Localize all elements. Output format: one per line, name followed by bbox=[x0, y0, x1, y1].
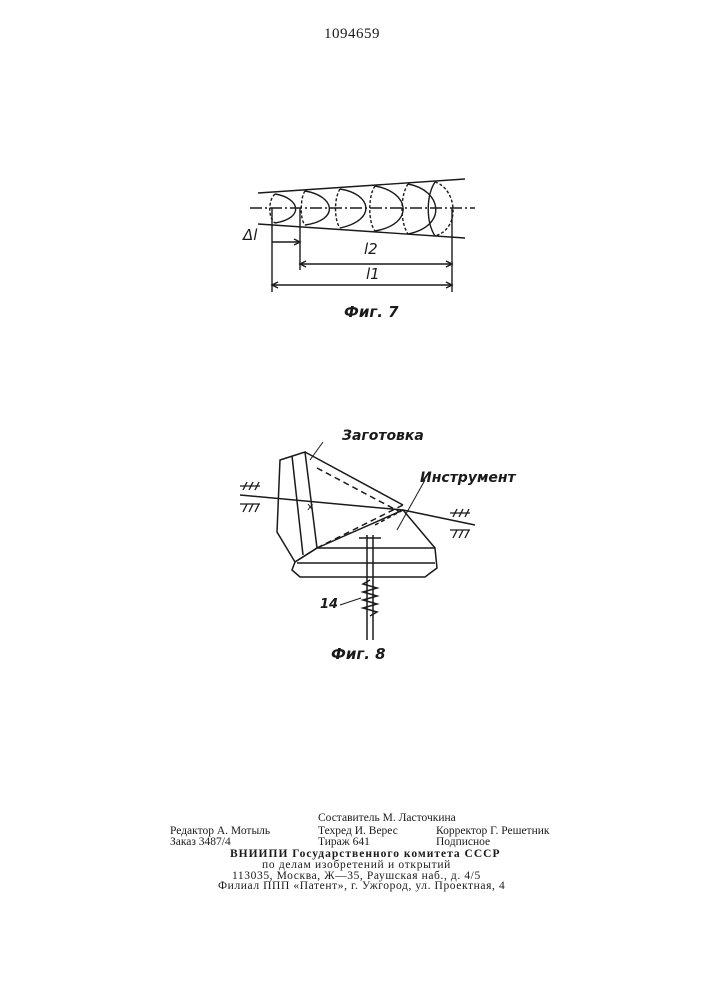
figure-7-drawing bbox=[230, 160, 490, 300]
figure-8-caption: Фиг. 8 bbox=[331, 645, 386, 663]
label-delta-l: Δl bbox=[243, 226, 257, 244]
imprint-branch: Филиал ППП «Патент», г. Ужгород, ул. Про… bbox=[218, 880, 505, 893]
label-l2: l2 bbox=[364, 240, 378, 258]
cone-upper-edge bbox=[258, 179, 465, 193]
label-zagotovka: Заготовка bbox=[342, 428, 424, 444]
figure-7-caption: Фиг. 7 bbox=[344, 303, 399, 321]
imprint-compiler: Составитель М. Ласточкина bbox=[318, 812, 456, 825]
imprint-order: Заказ 3487/4 bbox=[170, 836, 231, 849]
label-14: 14 bbox=[320, 597, 338, 612]
spring-14 bbox=[363, 580, 377, 616]
workpiece-axis bbox=[240, 495, 403, 510]
mark-x: x bbox=[307, 500, 314, 513]
workpiece-cone-edge-top bbox=[305, 452, 403, 505]
cone-lower-edge bbox=[258, 224, 465, 238]
imprint-subscription: Подписное bbox=[436, 836, 490, 849]
label-l1: l1 bbox=[366, 265, 380, 283]
label-instrument: Инструмент bbox=[420, 470, 516, 486]
patent-number: 1094659 bbox=[324, 26, 380, 43]
figure-8-drawing: x bbox=[225, 420, 505, 645]
imprint-circulation: Тираж 641 bbox=[318, 836, 370, 849]
